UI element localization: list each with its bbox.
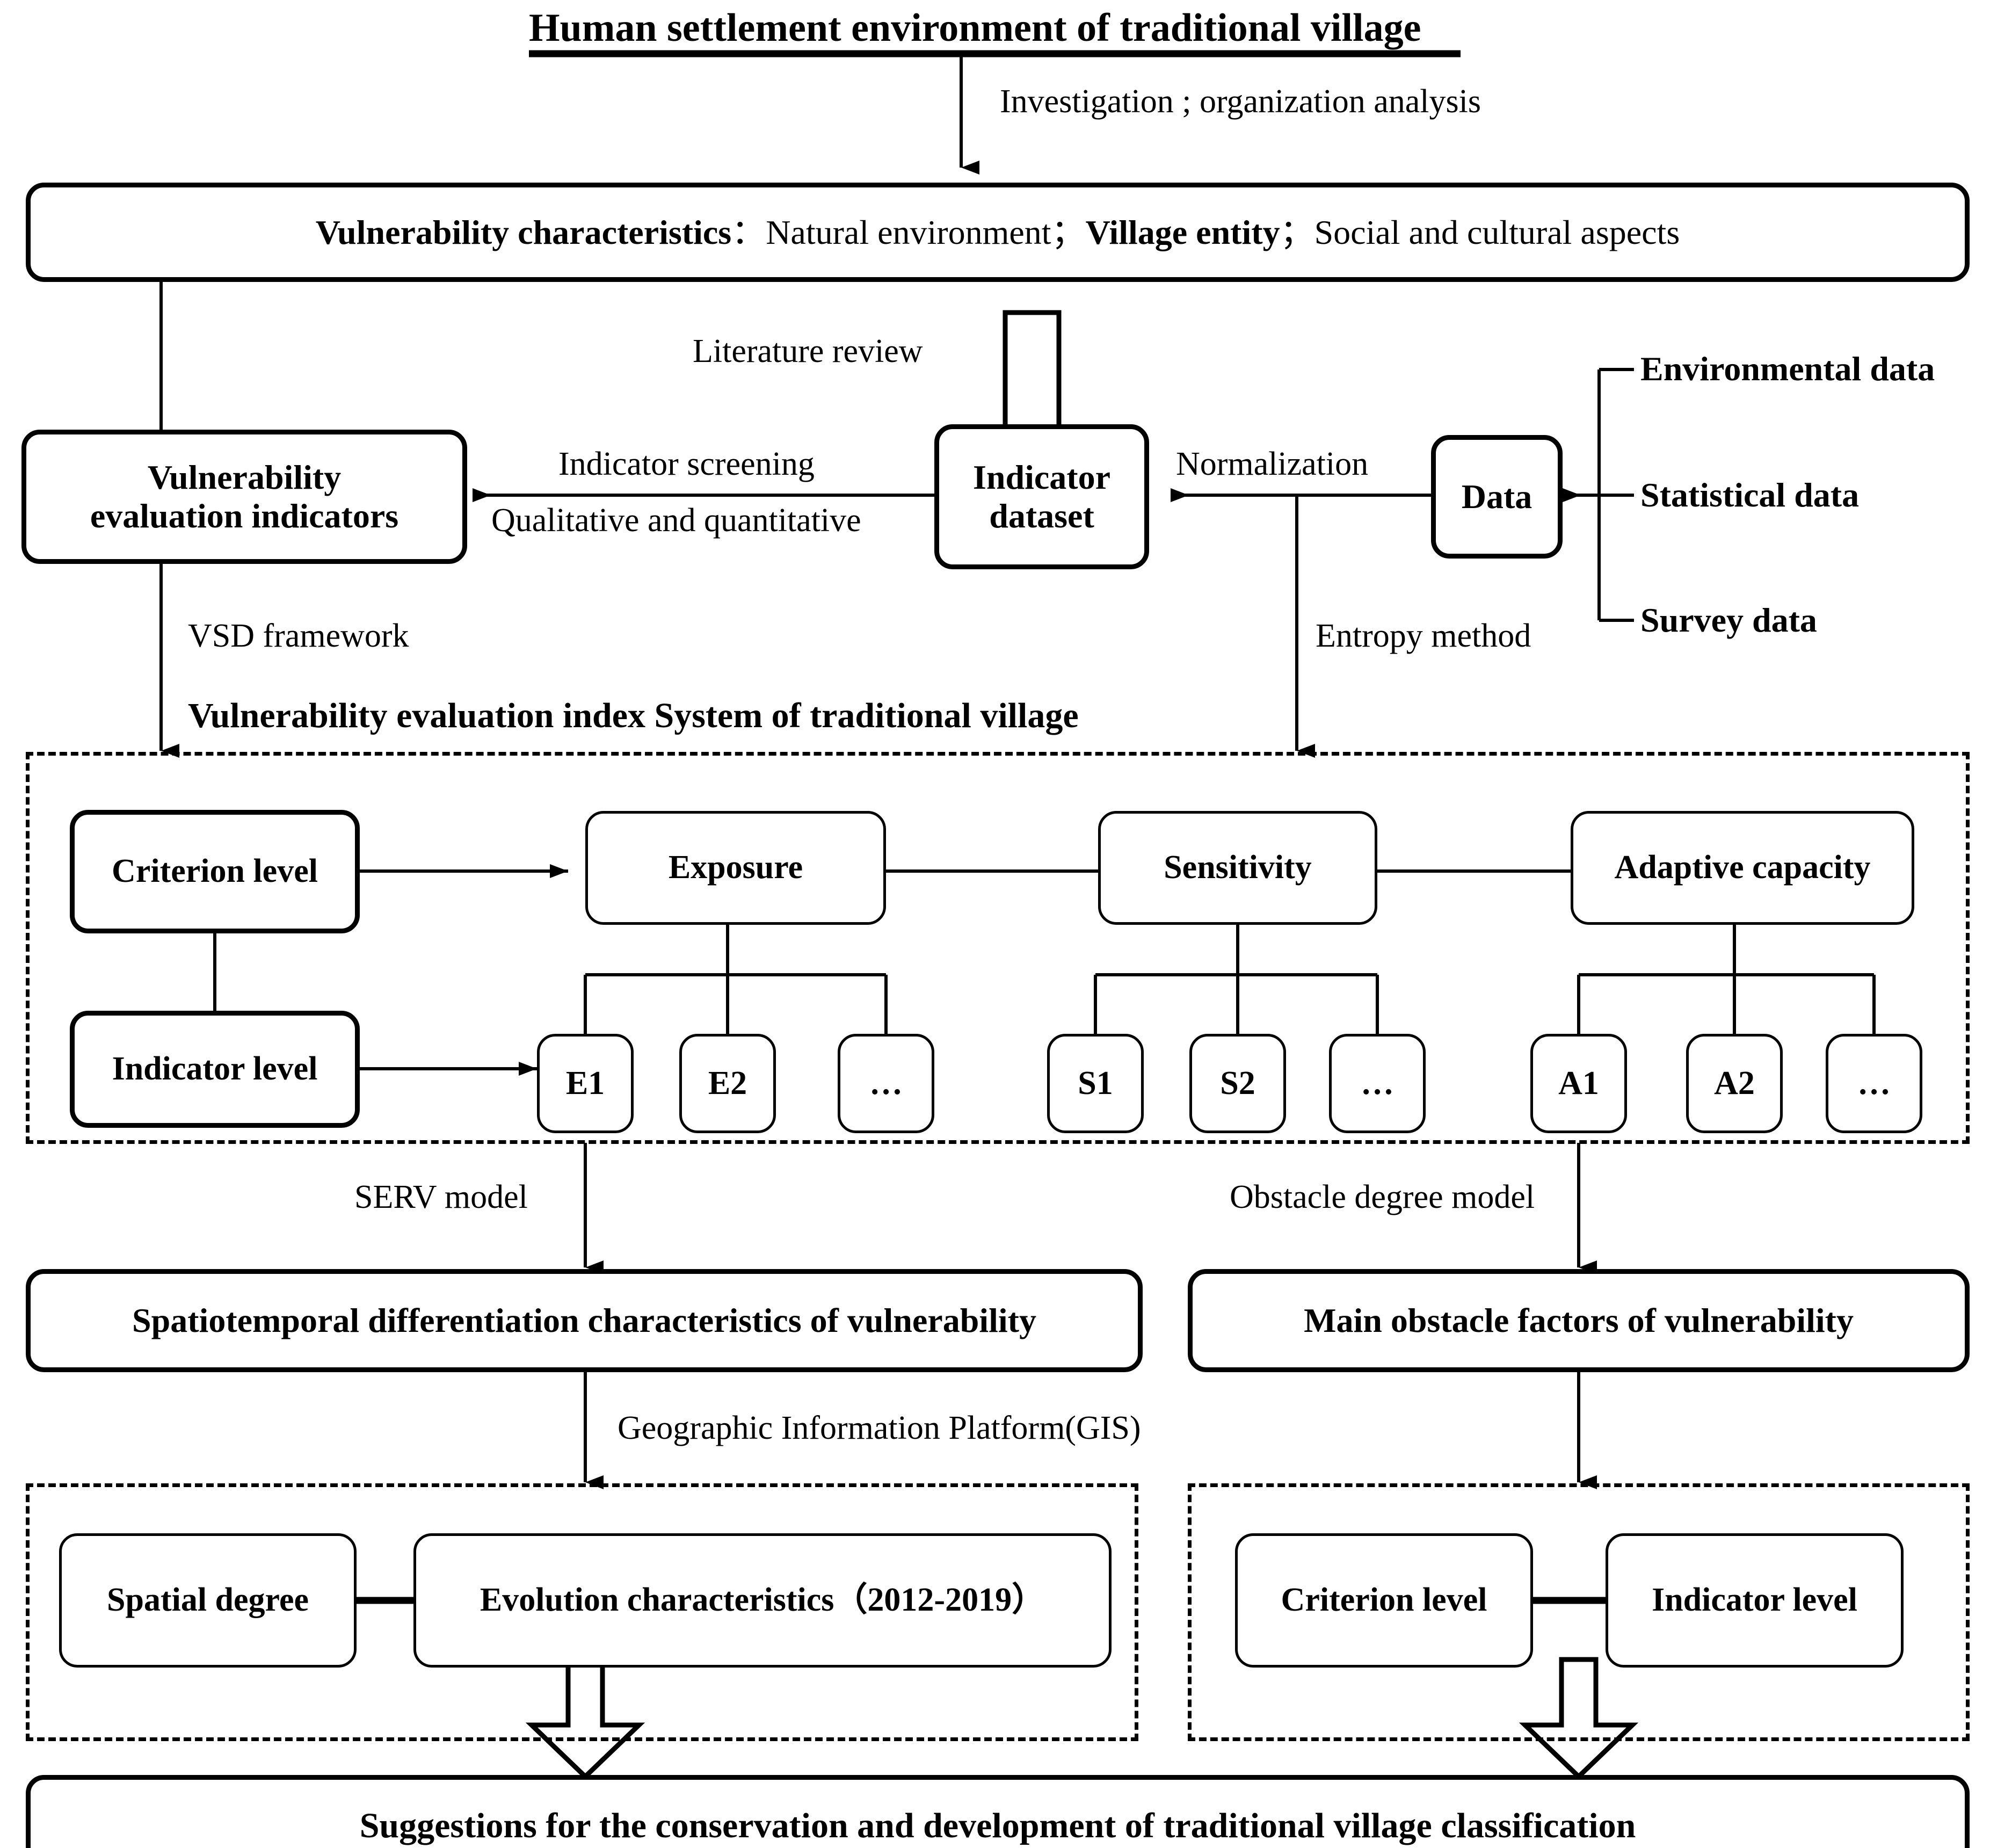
indicator-dataset-line1: Indicator xyxy=(973,458,1110,497)
vuln-char-colon: ： xyxy=(731,213,766,251)
index-system-title: Vulnerability evaluation index System of… xyxy=(188,696,1079,735)
indicator-box-e-more[interactable]: … xyxy=(838,1034,934,1133)
entropy-method-label: Entropy method xyxy=(1316,618,1531,654)
obstacle-criterion-level-box[interactable]: Criterion level xyxy=(1235,1533,1533,1668)
indicator-box-s2[interactable]: S2 xyxy=(1189,1034,1286,1133)
vulnerability-characteristics-box[interactable]: Vulnerability characteristics：Natural en… xyxy=(26,183,1970,282)
literature-review-label: Literature review xyxy=(693,333,923,369)
normalization-label: Normalization xyxy=(1176,446,1369,482)
indicator-label-a1: A1 xyxy=(1558,1064,1599,1101)
criterion-level-box[interactable]: Criterion level xyxy=(70,810,360,933)
qualitative-quantitative-label: Qualitative and quantitative xyxy=(491,502,861,539)
indicator-dataset-line2: dataset xyxy=(989,497,1094,535)
indicator-box-e1[interactable]: E1 xyxy=(537,1034,634,1133)
data-source-environmental: Environmental data xyxy=(1640,350,1935,388)
index-system-dashed-region xyxy=(26,752,1970,1144)
dimension-box-adaptive-capacity[interactable]: Adaptive capacity xyxy=(1571,811,1914,925)
serv-model-label: SERV model xyxy=(354,1179,528,1215)
obstacle-indicator-level-label: Indicator level xyxy=(1652,1582,1857,1619)
spatiotemporal-result-box[interactable]: Spatiotemporal differentiation character… xyxy=(26,1269,1143,1372)
indicator-label-a2: A2 xyxy=(1714,1064,1755,1101)
vulnerability-evaluation-indicators-box[interactable]: Vulnerability evaluation indicators xyxy=(21,430,467,564)
dimension-label-adaptive-capacity: Adaptive capacity xyxy=(1614,849,1871,886)
indicator-box-s1[interactable]: S1 xyxy=(1047,1034,1144,1133)
top-arrow-label: Investigation ; organization analysis xyxy=(1000,83,1481,120)
dimension-label-exposure: Exposure xyxy=(668,849,803,886)
vuln-char-sep1: ； xyxy=(1051,213,1086,251)
evolution-characteristics-label: Evolution characteristics（2012-2019） xyxy=(480,1582,1045,1619)
indicator-level-box[interactable]: Indicator level xyxy=(70,1011,360,1128)
main-obstacle-result-box[interactable]: Main obstacle factors of vulnerability xyxy=(1188,1269,1970,1372)
dimension-label-sensitivity: Sensitivity xyxy=(1164,849,1312,886)
vuln-char-item2: Village entity xyxy=(1085,213,1280,251)
dimension-box-exposure[interactable]: Exposure xyxy=(585,811,886,925)
suggestions-label: Suggestions for the conservation and dev… xyxy=(359,1806,1636,1846)
spatial-degree-box[interactable]: Spatial degree xyxy=(59,1533,357,1668)
indicator-dataset-box[interactable]: Indicator dataset xyxy=(934,424,1149,569)
vuln-char-prefix: Vulnerability characteristics xyxy=(315,213,732,251)
vuln-char-item3: Social and cultural aspects xyxy=(1314,213,1680,251)
vei-line1: Vulnerability xyxy=(147,458,342,497)
obstacle-dashed-region xyxy=(1188,1483,1970,1741)
indicator-label-a-more: … xyxy=(1857,1064,1891,1101)
suggestions-box[interactable]: Suggestions for the conservation and dev… xyxy=(26,1775,1970,1848)
indicator-box-s-more[interactable]: … xyxy=(1329,1034,1426,1133)
spatial-degree-label: Spatial degree xyxy=(107,1582,309,1619)
indicator-label-e-more: … xyxy=(869,1064,903,1101)
evolution-dashed-region xyxy=(26,1483,1138,1741)
vei-line2: evaluation indicators xyxy=(90,497,399,535)
indicator-box-a2[interactable]: A2 xyxy=(1686,1034,1783,1133)
indicator-level-label: Indicator level xyxy=(112,1050,318,1088)
indicator-label-e2: E2 xyxy=(708,1064,747,1101)
vsd-framework-label: VSD framework xyxy=(188,618,409,654)
indicator-label-e1: E1 xyxy=(565,1064,605,1101)
gis-label: Geographic Information Platform(GIS) xyxy=(618,1410,1141,1446)
vuln-char-sep2: ； xyxy=(1280,213,1314,251)
main-obstacle-result-label: Main obstacle factors of vulnerability xyxy=(1304,1301,1854,1340)
indicator-box-a-more[interactable]: … xyxy=(1826,1034,1922,1133)
data-source-survey: Survey data xyxy=(1640,601,1817,639)
criterion-level-label: Criterion level xyxy=(112,853,318,890)
dimension-box-sensitivity[interactable]: Sensitivity xyxy=(1098,811,1377,925)
vuln-char-item1: Natural environment xyxy=(766,213,1051,251)
hollow-arrow-left-to-suggestions xyxy=(525,1657,645,1780)
obstacle-degree-model-label: Obstacle degree model xyxy=(1230,1179,1535,1215)
indicator-label-s1: S1 xyxy=(1078,1064,1113,1101)
obstacle-indicator-level-box[interactable]: Indicator level xyxy=(1606,1533,1904,1668)
data-source-statistical: Statistical data xyxy=(1640,476,1860,514)
indicator-label-s2: S2 xyxy=(1220,1064,1255,1101)
spatiotemporal-result-label: Spatiotemporal differentiation character… xyxy=(132,1301,1036,1340)
data-box-label: Data xyxy=(1461,477,1533,516)
data-box[interactable]: Data xyxy=(1431,435,1563,559)
hollow-arrow-right-to-suggestions xyxy=(1519,1657,1639,1780)
indicator-label-s-more: … xyxy=(1361,1064,1394,1101)
indicator-screening-label: Indicator screening xyxy=(558,446,815,482)
indicator-box-e2[interactable]: E2 xyxy=(679,1034,776,1133)
evolution-characteristics-box[interactable]: Evolution characteristics（2012-2019） xyxy=(413,1533,1112,1668)
indicator-box-a1[interactable]: A1 xyxy=(1530,1034,1627,1133)
vuln-char-text: Vulnerability characteristics：Natural en… xyxy=(316,213,1680,252)
page-title: Human settlement environment of traditio… xyxy=(529,6,1421,50)
obstacle-criterion-level-label: Criterion level xyxy=(1281,1582,1487,1619)
